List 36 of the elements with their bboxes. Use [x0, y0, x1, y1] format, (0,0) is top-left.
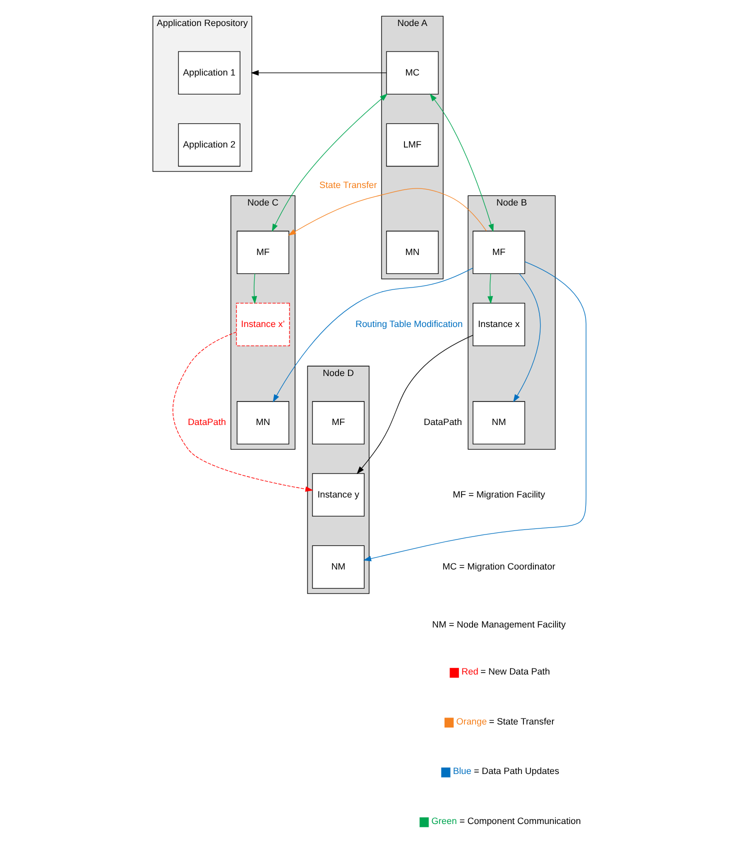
arrow	[172, 332, 314, 492]
node-box: MF	[472, 230, 526, 274]
label: MC = Migration Coordinator	[442, 561, 556, 572]
edge-label: DataPath	[424, 417, 462, 428]
label: MF = Migration Facility	[452, 489, 546, 500]
legend-label: Blue = Data Path Updates	[453, 766, 560, 776]
node-box: MN	[386, 230, 439, 274]
arrow	[356, 334, 474, 474]
node-box: Instance x’	[236, 302, 290, 346]
node-box: Application 2	[178, 123, 240, 167]
legend-label: Orange = State Transfer	[456, 716, 554, 726]
node-box: MN	[236, 401, 290, 444]
node-box: Instance y	[312, 473, 365, 517]
arrow	[487, 273, 493, 304]
arrow	[363, 261, 586, 562]
arrow	[513, 273, 541, 402]
arrow	[272, 94, 388, 232]
node-box: MF	[236, 230, 290, 274]
node-box: NM	[472, 401, 526, 444]
arrow	[250, 70, 387, 76]
edge-label: State Transfer	[319, 180, 377, 190]
label: NM = Node Management Facility	[432, 620, 566, 630]
arrow	[288, 188, 487, 236]
arrow	[430, 94, 494, 232]
node-box: Application 1	[178, 51, 240, 94]
edge-label: Routing Table Modification	[355, 318, 463, 329]
node-box: LMF	[386, 123, 439, 167]
arrow	[252, 273, 258, 304]
edge-label: DataPath	[188, 417, 226, 428]
node-box: MC	[386, 51, 439, 94]
node-box: MF	[312, 401, 365, 444]
legend-label: Green = Component Communication	[431, 816, 581, 826]
node-box: Instance x	[472, 302, 526, 346]
legend-label: Red = New Data Path	[462, 666, 550, 677]
node-box: NM	[312, 545, 365, 589]
arrow	[272, 268, 474, 402]
